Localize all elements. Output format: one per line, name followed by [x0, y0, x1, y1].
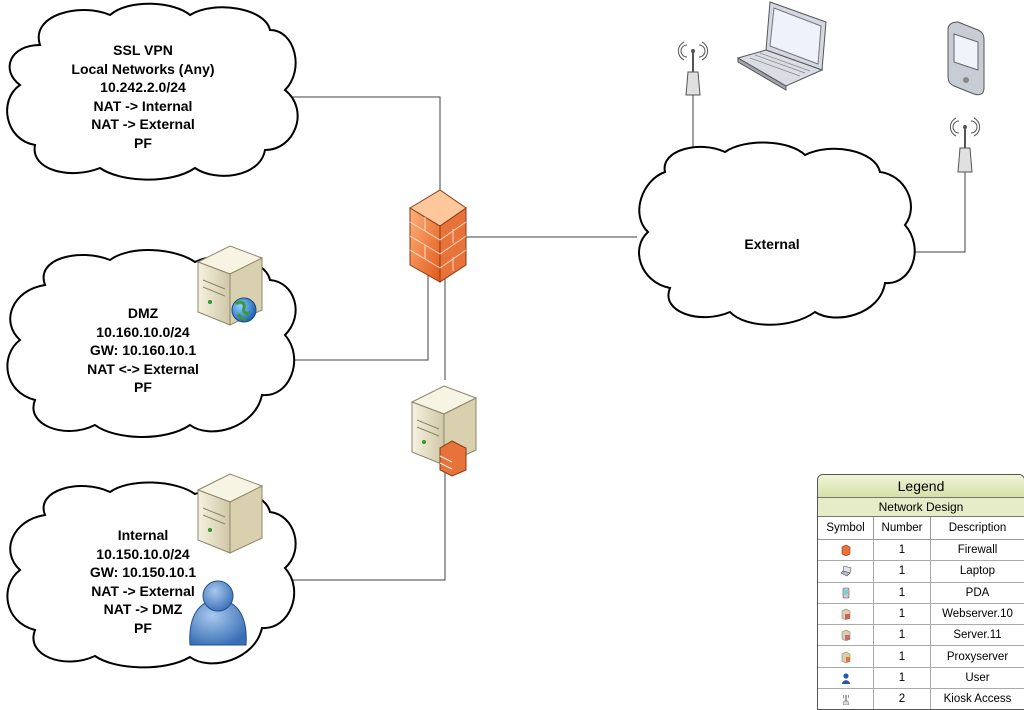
legend-subtitle: Network Design [818, 498, 1024, 517]
label-line: PF [43, 619, 243, 638]
legend-description: User [931, 667, 1024, 688]
legend-number: 1 [874, 646, 931, 667]
webserver-icon [818, 603, 874, 624]
user-icon [818, 667, 874, 688]
firewall-icon [818, 540, 874, 561]
label-line: GW: 10.150.10.1 [43, 563, 243, 582]
legend-description: Server.11 [931, 625, 1024, 646]
pda-icon [948, 22, 984, 95]
label-line: NAT -> External [43, 582, 243, 601]
legend-header: Number [874, 517, 931, 540]
legend-number: 1 [874, 603, 931, 624]
label-line: 10.150.10.0/24 [43, 545, 243, 564]
legend-number: 1 [874, 582, 931, 603]
proxyserver-icon [412, 386, 476, 476]
legend-header: Description [931, 517, 1024, 540]
legend-description: Proxyserver [931, 646, 1024, 667]
cloud-external [639, 143, 915, 325]
label-line: Local Networks (Any) [38, 60, 248, 79]
antenna-icon [950, 118, 979, 172]
label-line: NAT -> Internal [38, 97, 248, 116]
server-icon [818, 625, 874, 646]
legend-description: Firewall [931, 540, 1024, 561]
firewall-icon [410, 190, 466, 282]
label-line: NAT -> DMZ [43, 600, 243, 619]
legend-header: Symbol [818, 517, 874, 540]
legend-number: 2 [874, 689, 931, 710]
cloud-label-ssl-vpn: SSL VPN Local Networks (Any) 10.242.2.0/… [38, 41, 248, 152]
label-line: 10.242.2.0/24 [38, 78, 248, 97]
label-line: PF [43, 378, 243, 397]
legend-number: 1 [874, 667, 931, 688]
legend-number: 1 [874, 540, 931, 561]
proxyserver-icon [818, 646, 874, 667]
legend-number: 1 [874, 625, 931, 646]
cloud-label-internal: Internal 10.150.10.0/24 GW: 10.150.10.1 … [43, 526, 243, 637]
label-line: Internal [43, 526, 243, 545]
antenna-icon [678, 42, 707, 95]
label-line: NAT -> External [38, 115, 248, 134]
legend: Legend Network Design Symbol Number Desc… [817, 474, 1024, 710]
legend-header-row: Symbol Number Description [818, 517, 1024, 540]
legend-description: Laptop [931, 561, 1024, 582]
antenna-icon [818, 689, 874, 710]
label-line: 10.160.10.0/24 [43, 323, 243, 342]
label-line: GW: 10.160.10.1 [43, 341, 243, 360]
cloud-label-dmz: DMZ 10.160.10.0/24 GW: 10.160.10.1 NAT <… [43, 304, 243, 397]
label-line: SSL VPN [38, 41, 248, 60]
legend-description: Kiosk Access [931, 689, 1024, 710]
laptop-icon [818, 561, 874, 582]
pda-icon [818, 582, 874, 603]
laptop-icon [738, 2, 826, 90]
legend-description: PDA [931, 582, 1024, 603]
cloud-label-external: External [722, 235, 822, 254]
label-line: NAT <-> External [43, 360, 243, 379]
label-line: PF [38, 134, 248, 153]
legend-title: Legend [818, 475, 1024, 498]
legend-number: 1 [874, 561, 931, 582]
label-line: External [722, 235, 822, 254]
legend-description: Webserver.10 [931, 603, 1024, 624]
label-line: DMZ [43, 304, 243, 323]
